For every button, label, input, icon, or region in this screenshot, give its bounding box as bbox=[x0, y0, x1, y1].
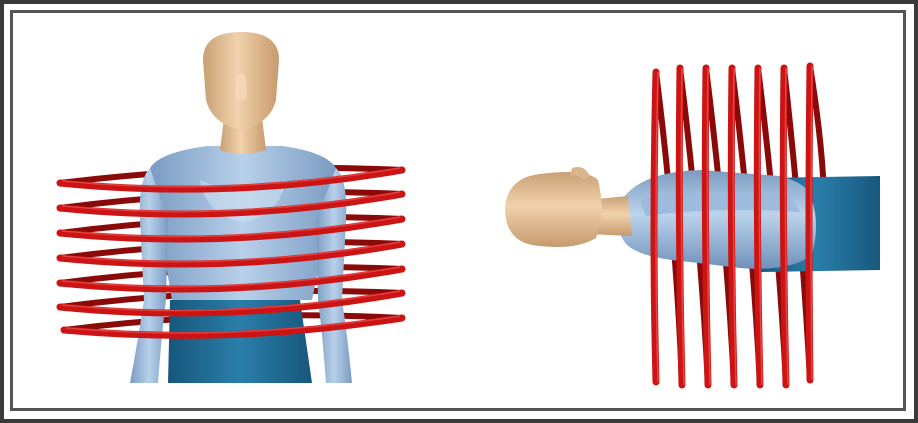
coil-turn-7 bbox=[809, 66, 810, 380]
right-panel-mannequin-top bbox=[505, 66, 880, 385]
left-panel-mannequin-front bbox=[60, 32, 402, 383]
torso-shirt bbox=[150, 146, 336, 300]
nose bbox=[235, 73, 247, 100]
head-top-view bbox=[505, 172, 602, 247]
